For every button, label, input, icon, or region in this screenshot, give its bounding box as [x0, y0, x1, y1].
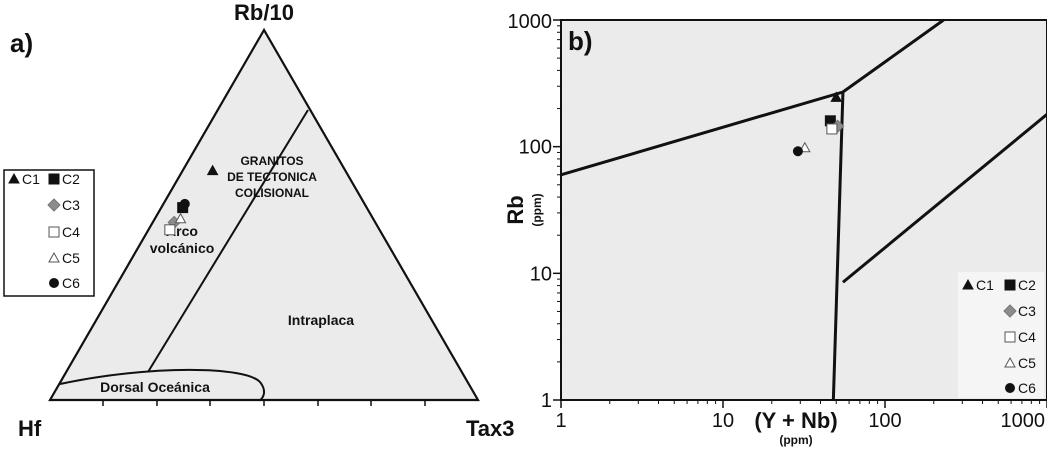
boundary-line-3	[841, 113, 1047, 284]
log-plot-frame	[560, 19, 1047, 401]
legend-marker-c2	[48, 173, 60, 185]
log-points	[792, 91, 845, 157]
field-label-collisional-1: GRANITOS	[240, 154, 303, 168]
boundary-arc-intraplate	[147, 109, 309, 373]
legend-b-box	[958, 272, 1044, 398]
x-tick-label: 1	[555, 410, 566, 432]
legend-marker-c5	[1004, 356, 1016, 368]
legend-marker-c6	[1005, 383, 1015, 393]
legend-marker-c4	[48, 226, 60, 238]
field-label-intraplate: Intraplaca	[288, 312, 354, 328]
axis-ticks: 1 10 100 1000 1 10 100 1000	[508, 11, 1047, 432]
legend-label-c4: C4	[62, 224, 80, 240]
data-point-c6	[179, 198, 190, 209]
panel-label-b: b)	[568, 26, 593, 56]
ternary-points	[164, 164, 219, 236]
ternary-triangle	[48, 27, 480, 402]
data-point-c6	[792, 146, 803, 157]
data-point-c1	[206, 164, 219, 176]
legend-marker-c1	[962, 278, 974, 290]
legend-label-c5: C5	[1018, 355, 1036, 371]
legend-marker-c5	[48, 251, 60, 263]
boundary-line-2	[831, 91, 845, 401]
legend-label-c5: C5	[62, 250, 80, 266]
data-point-c5	[174, 212, 187, 224]
x-tick-label: 100	[868, 410, 901, 432]
legend-marker-c2	[1004, 279, 1016, 291]
x-axis-title: (Y + Nb)	[754, 408, 837, 433]
y-tick-label: 1	[541, 390, 552, 412]
field-label-ocean-ridge: Dorsal Oceánica	[100, 379, 210, 395]
legend-label-c4: C4	[1018, 329, 1036, 345]
x-tick-label: 1000	[1001, 410, 1046, 432]
ternary-panel: a) Rb/10 Hf Tax3 GRANITOS DE TECTONICA C…	[3, 0, 515, 441]
legend-marker-c1	[8, 172, 20, 184]
legend-label-c2: C2	[1018, 277, 1036, 293]
legend-marker-c4	[1004, 331, 1016, 343]
y-axis-unit: (ppm)	[530, 193, 544, 226]
x-axis-unit: (ppm)	[779, 433, 812, 447]
legend-label-c6: C6	[1018, 380, 1036, 396]
field-label-collisional-2: DE TECTONICA	[227, 170, 317, 184]
x-tick-label: 10	[712, 410, 734, 432]
vertex-top-label: Rb/10	[234, 0, 294, 25]
field-label-arc-2: volcánico	[150, 240, 215, 256]
data-point-c4	[164, 224, 176, 236]
field-label-collisional-3: COLISIONAL	[235, 186, 309, 200]
legend-marker-c3	[47, 198, 61, 212]
y-axis-title: Rb	[503, 195, 528, 224]
legend-marker-c3	[1003, 304, 1017, 318]
ternary-base-ticks	[102, 400, 426, 406]
legend-marker-c6	[49, 278, 59, 288]
discrimination-boundaries	[560, 18, 1047, 401]
panel-label-a: a)	[10, 28, 33, 58]
data-point-c4	[826, 123, 838, 135]
legend-label-c6: C6	[62, 275, 80, 291]
y-tick-label: 1000	[508, 11, 553, 33]
vertex-left-label: Hf	[18, 416, 42, 441]
y-tick-label: 100	[519, 137, 552, 159]
legend-label-c1: C1	[976, 277, 994, 293]
vertex-right-label: Tax3	[466, 416, 515, 441]
legend-label-c3: C3	[1018, 303, 1036, 319]
boundary-ocean-ridge	[59, 368, 266, 401]
legend-label-c3: C3	[62, 197, 80, 213]
legend-label-c2: C2	[62, 171, 80, 187]
y-tick-label: 10	[530, 263, 552, 285]
data-point-c1	[830, 91, 843, 102]
legend-label-c1: C1	[22, 171, 40, 187]
